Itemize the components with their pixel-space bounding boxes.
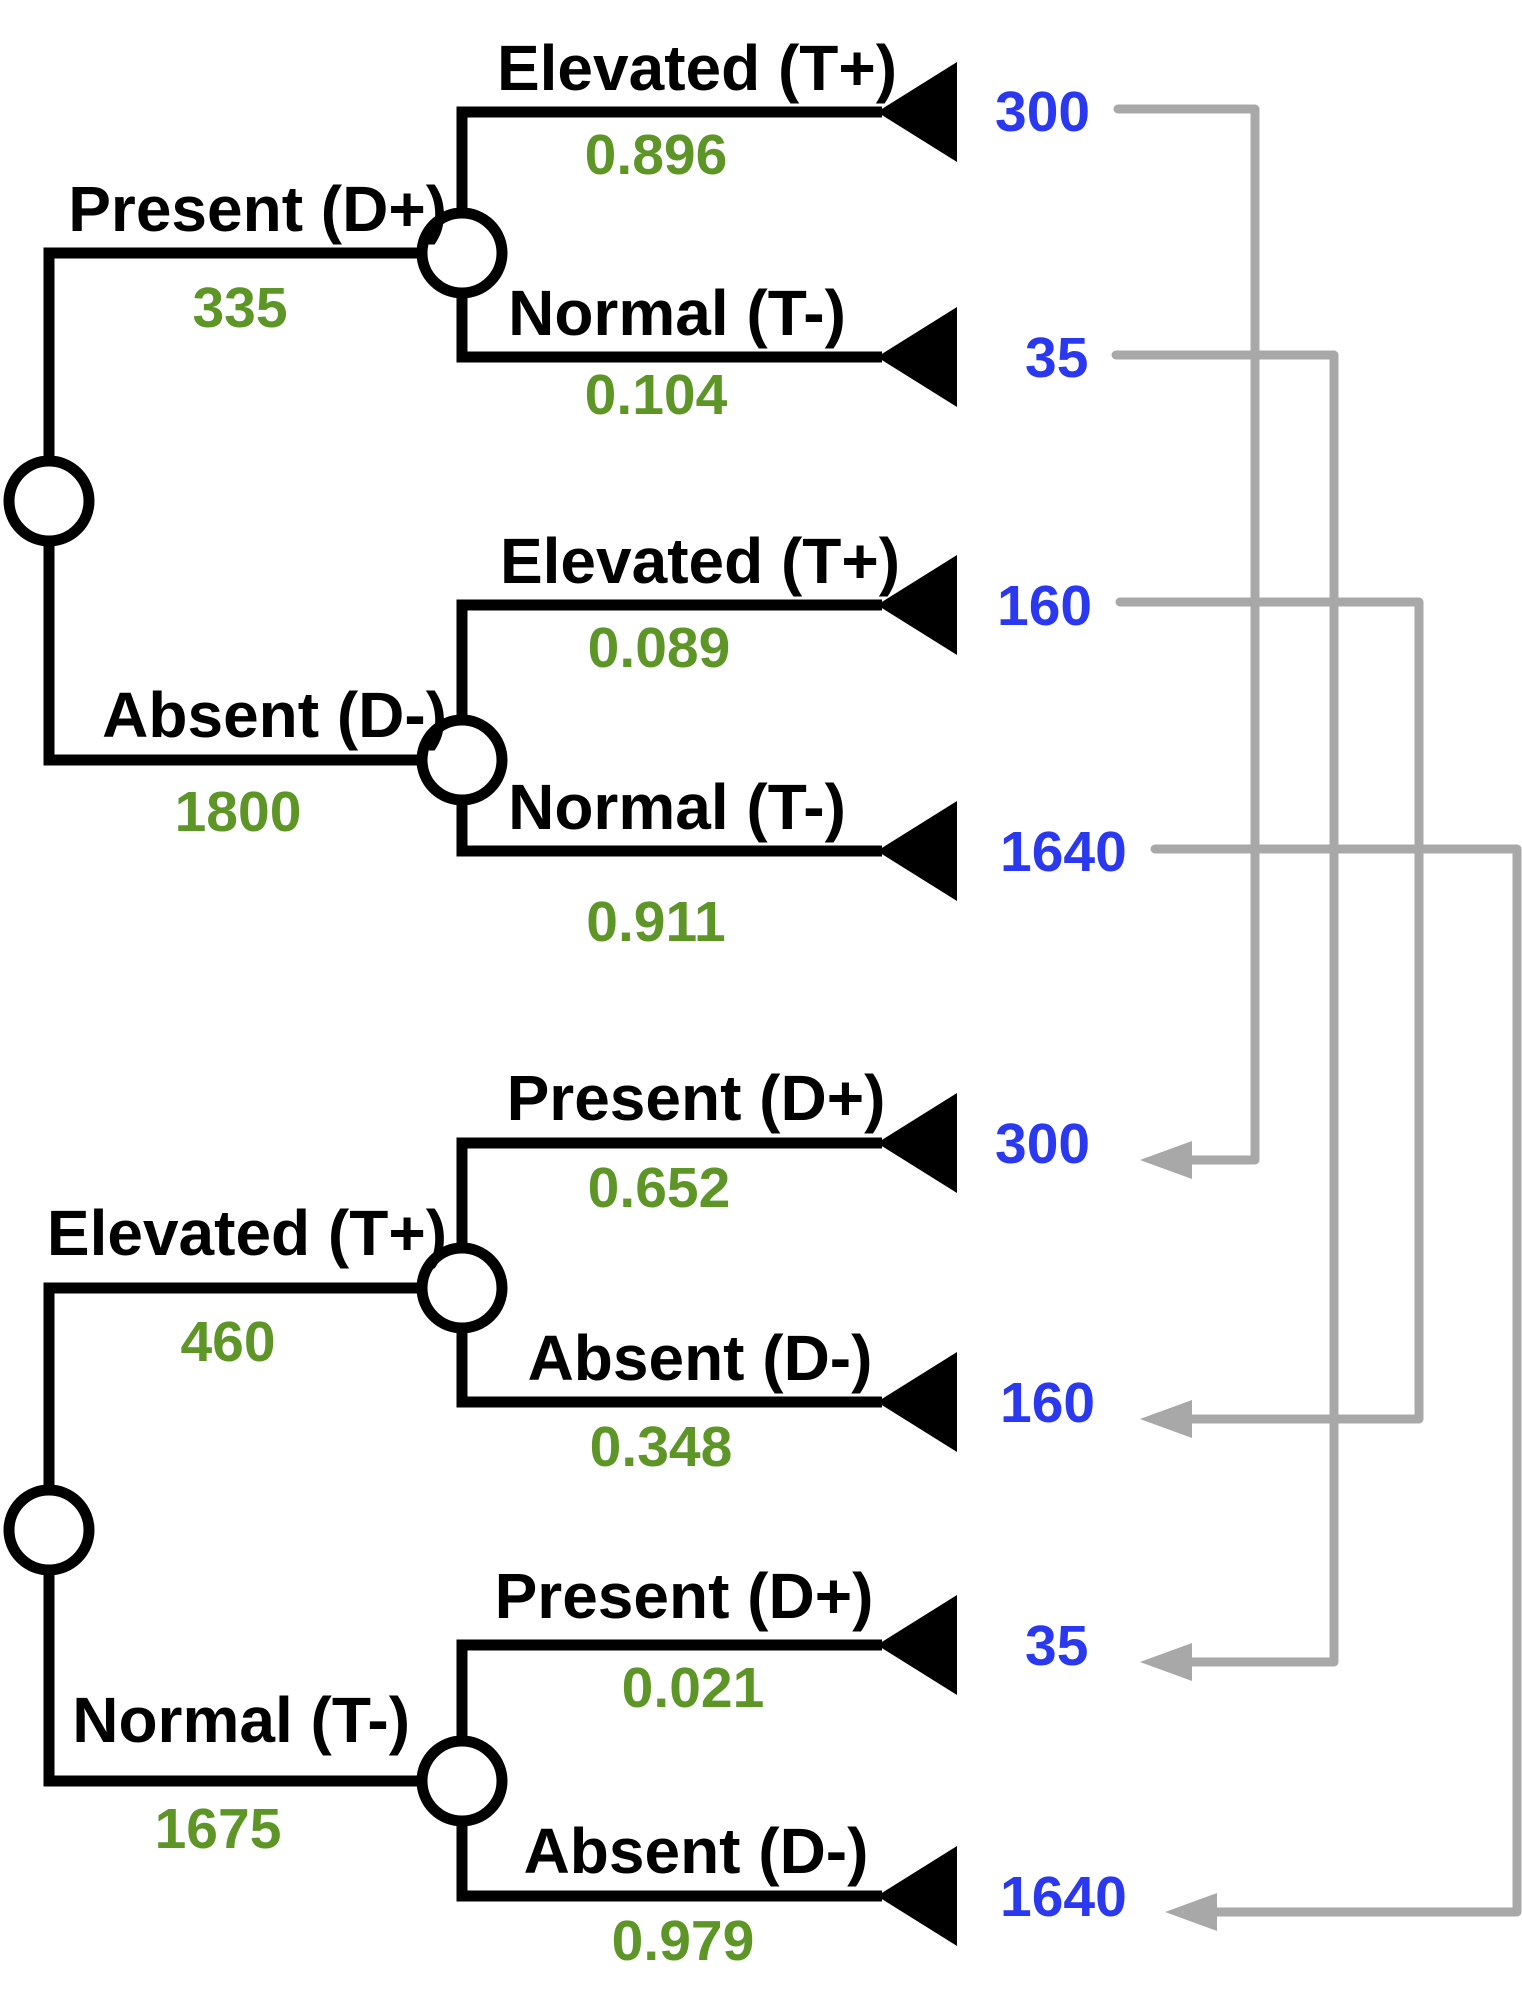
arrowhead-left-icon [1165, 1893, 1217, 1931]
leaf-label: Elevated (T+) [500, 525, 900, 597]
branch-count: 460 [180, 1310, 275, 1374]
branch-count: 335 [192, 276, 287, 340]
branch-label: Absent (D-) [102, 679, 447, 751]
chance-node [416, 1242, 508, 1334]
chance-node [3, 455, 95, 547]
leaf-value: 300 [995, 80, 1090, 144]
leaf-arrowhead-icon [877, 1595, 957, 1695]
leaf-value: 35 [1025, 326, 1088, 390]
leaf-probability: 0.896 [585, 123, 728, 187]
leaf-probability: 0.089 [588, 616, 731, 680]
leaf-value: 160 [997, 574, 1092, 638]
leaf-arrowhead-icon [877, 62, 957, 162]
leaf-arrowhead-icon [877, 1846, 957, 1946]
connector-1640 [1150, 844, 1522, 1931]
leaf-label: Absent (D-) [524, 1815, 869, 1887]
connector-1640-line [1150, 844, 1522, 1917]
leaf-arrowhead-icon [877, 801, 957, 901]
chance-node [416, 714, 508, 806]
connector-arrows [1111, 104, 1522, 1931]
leaf-label: Absent (D-) [528, 1322, 873, 1394]
connector-35 [1111, 350, 1339, 1681]
arrowhead-left-icon [1140, 1141, 1192, 1179]
leaf-arrowhead-icon [877, 307, 957, 407]
arrowhead-left-icon [1140, 1400, 1192, 1438]
bottom-tree: Elevated (T+) 460 Present (D+) 0.652 300… [3, 1062, 1127, 1973]
branch-count: 1800 [175, 780, 302, 844]
connector-300 [1113, 104, 1260, 1179]
leaf-probability: 0.021 [622, 1656, 765, 1720]
leaf-probability: 0.348 [590, 1415, 733, 1479]
connector-300-line [1113, 104, 1260, 1165]
leaf-label: Normal (T-) [508, 277, 846, 349]
leaf-arrowhead-icon [877, 1352, 957, 1452]
chance-node [3, 1484, 95, 1576]
leaf-probability: 0.104 [585, 363, 728, 427]
leaf-value: 35 [1025, 1614, 1088, 1678]
branch-label: Present (D+) [68, 173, 447, 245]
connector-160-line [1115, 597, 1424, 1424]
leaf-label: Present (D+) [507, 1062, 886, 1134]
arrowhead-left-icon [1140, 1643, 1192, 1681]
connector-160 [1115, 597, 1424, 1438]
top-tree: Present (D+) 335 Elevated (T+) 0.896 300… [3, 32, 1127, 954]
chance-node [416, 207, 508, 299]
leaf-label: Elevated (T+) [497, 32, 897, 104]
branch-label: Normal (T-) [72, 1684, 410, 1756]
leaf-probability: 0.911 [586, 890, 726, 954]
leaf-arrowhead-icon [877, 555, 957, 655]
leaf-value: 1640 [1000, 820, 1127, 884]
branch-count: 1675 [155, 1797, 282, 1861]
leaf-label: Present (D+) [495, 1560, 874, 1632]
leaf-value: 300 [995, 1112, 1090, 1176]
connector-35-line [1111, 350, 1339, 1667]
leaf-value: 160 [1000, 1371, 1095, 1435]
leaf-label: Normal (T-) [508, 771, 846, 843]
leaf-probability: 0.652 [588, 1156, 731, 1220]
leaf-probability: 0.979 [612, 1909, 755, 1973]
chance-node [416, 1735, 508, 1827]
leaf-arrowhead-icon [877, 1093, 957, 1193]
leaf-value: 1640 [1000, 1865, 1127, 1929]
branch-label: Elevated (T+) [47, 1197, 447, 1269]
